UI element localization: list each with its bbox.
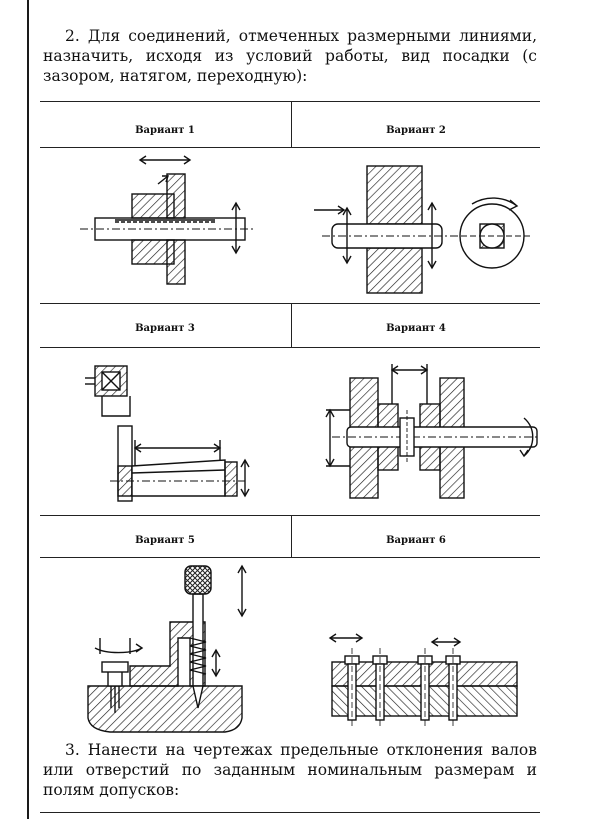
table-divider-2	[291, 303, 292, 347]
table-rule-header-3	[40, 557, 540, 558]
table-rule-header-2	[40, 347, 540, 348]
table-rule-top	[40, 101, 540, 102]
table-divider-3	[291, 515, 292, 557]
variant-4-drawing	[292, 348, 540, 515]
task-2-paragraph: 2. Для соединений, отмеченных размерными…	[43, 27, 537, 85]
table-divider-1	[291, 101, 292, 147]
variant-2-caption: Вариант 2	[386, 125, 446, 136]
task-3-paragraph: 3. Нанести на чертежах предельные отклон…	[43, 741, 537, 799]
variant-5-caption: Вариант 5	[135, 535, 195, 546]
variant-5-drawing	[40, 558, 290, 738]
variant-1-drawing	[40, 148, 290, 303]
table-rule-row-2	[40, 515, 540, 516]
page-margin-rule	[27, 0, 29, 819]
variant-3-caption: Вариант 3	[135, 323, 195, 334]
variant-6-caption: Вариант 6	[386, 535, 446, 546]
table-rule-row-1	[40, 303, 540, 304]
variant-3-drawing	[40, 348, 290, 515]
variant-6-drawing	[292, 558, 540, 738]
variants-table: Вариант 1 Вариант 2 Вариант 3 Вариант 4 …	[40, 101, 540, 738]
table-rule-header-1	[40, 147, 540, 148]
bottom-table-rule	[40, 812, 540, 813]
variant-4-caption: Вариант 4	[386, 323, 446, 334]
variant-2-drawing	[292, 148, 540, 303]
variant-1-caption: Вариант 1	[135, 125, 195, 136]
